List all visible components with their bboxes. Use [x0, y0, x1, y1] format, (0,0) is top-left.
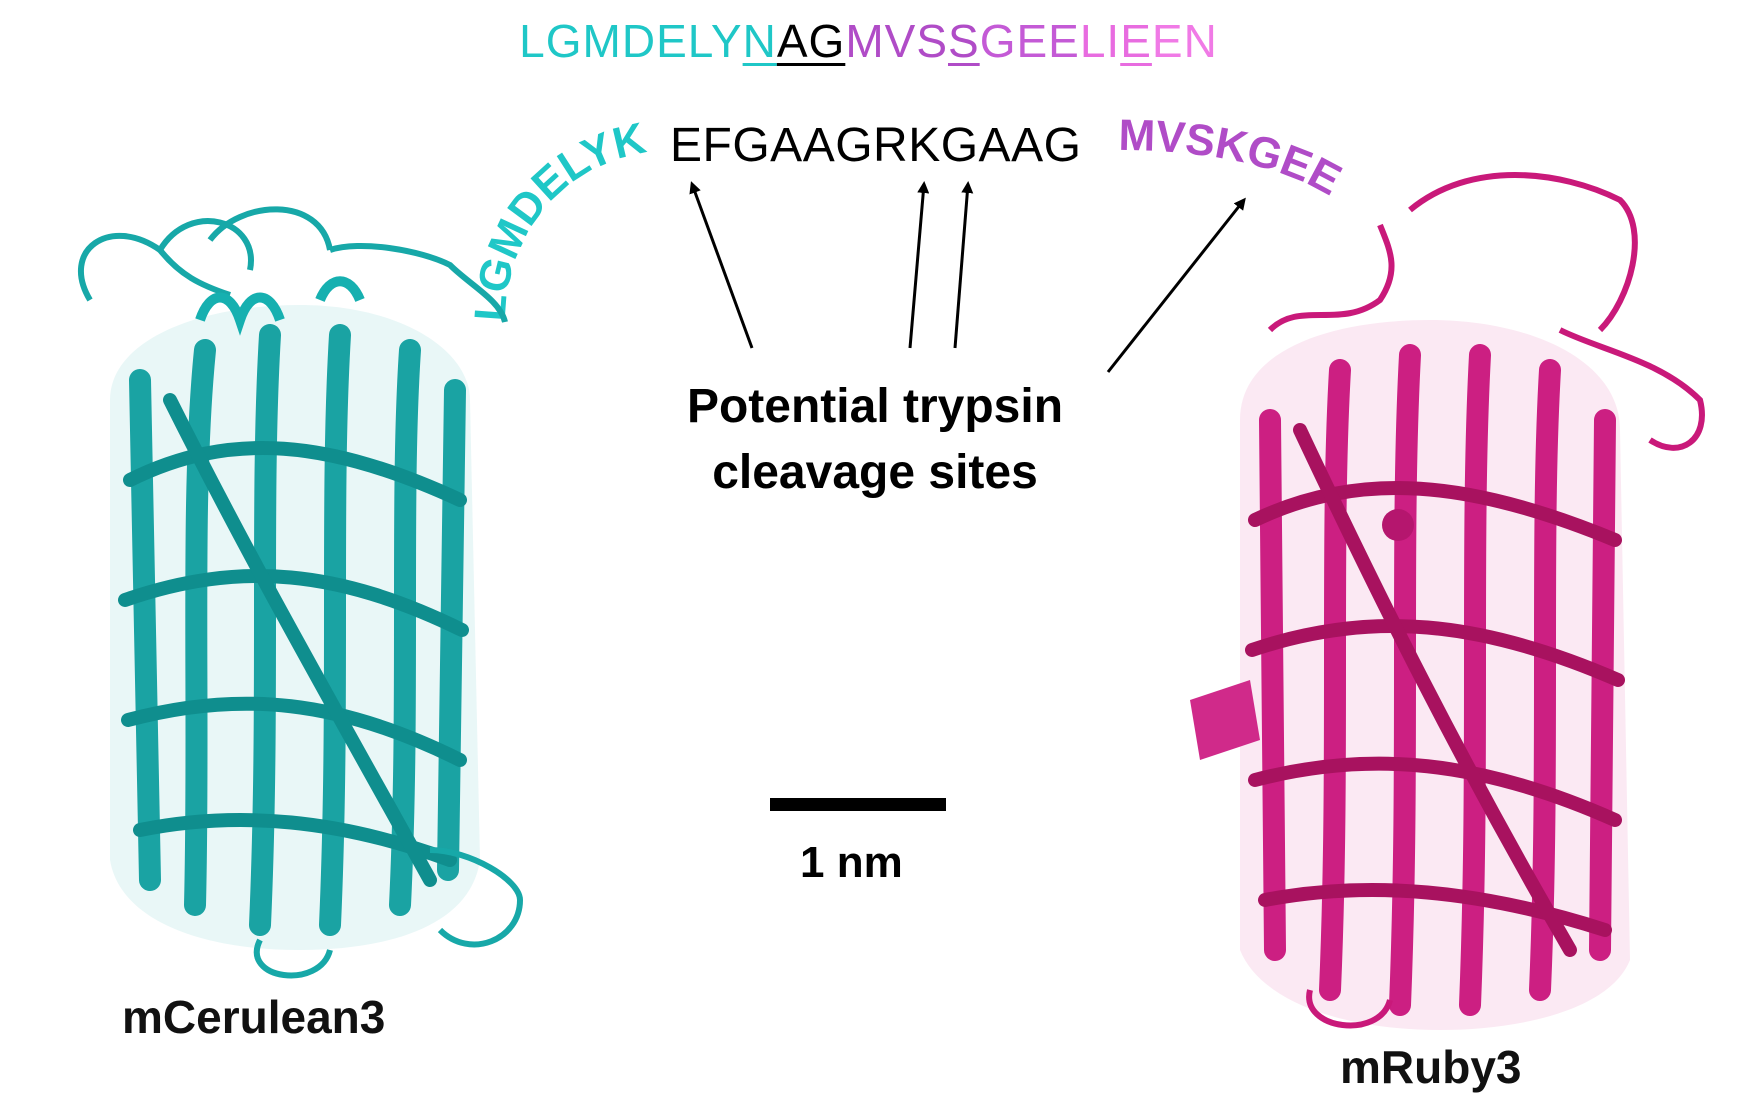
linker-segment-2: GAAG: [940, 119, 1082, 172]
mruby3-label: mRuby3: [1340, 1041, 1522, 1093]
sequence-segment: LGMDELY: [519, 15, 743, 67]
fusion-sequence: LGMDELYNAGMVSSGEELIEEN: [0, 14, 1737, 68]
sequence-segment: AG: [776, 15, 846, 67]
linker-sequence: EFGAAGRKGAAG: [670, 118, 1081, 173]
callout-line-2: cleavage sites: [712, 446, 1038, 499]
arrow-to-k1: [689, 181, 754, 349]
arrow-to-r: [908, 181, 930, 349]
mcerulean3-label: mCerulean3: [122, 991, 386, 1043]
scale-bar: [770, 798, 946, 811]
curved-sequence-cerulean: LGMDELYK: [466, 114, 651, 323]
sequence-segment: LI: [1079, 15, 1121, 67]
mcerulean3-structure-icon: [77, 206, 524, 979]
linker-lysine: K: [908, 119, 941, 172]
linker-segment-1: EFGAAGR: [670, 119, 909, 172]
sequence-segment: N: [742, 15, 777, 67]
arrow-to-k3: [1106, 197, 1246, 373]
trypsin-callout: Potential trypsin cleavage sites: [600, 374, 1150, 506]
sequence-segment: S: [948, 15, 980, 67]
arrow-to-k2: [953, 181, 974, 349]
sequence-segment: E: [1120, 15, 1152, 67]
sequence-segment: EN: [1151, 15, 1218, 67]
mruby3-structure-icon: [1190, 172, 1705, 1030]
sequence-segment: MVS: [845, 15, 948, 67]
sequence-segment: GEE: [979, 15, 1080, 67]
scale-bar-label: 1 nm: [800, 838, 903, 887]
callout-line-1: Potential trypsin: [686, 380, 1064, 433]
curved-sequence-ruby: MVSKGEE: [1118, 111, 1349, 205]
